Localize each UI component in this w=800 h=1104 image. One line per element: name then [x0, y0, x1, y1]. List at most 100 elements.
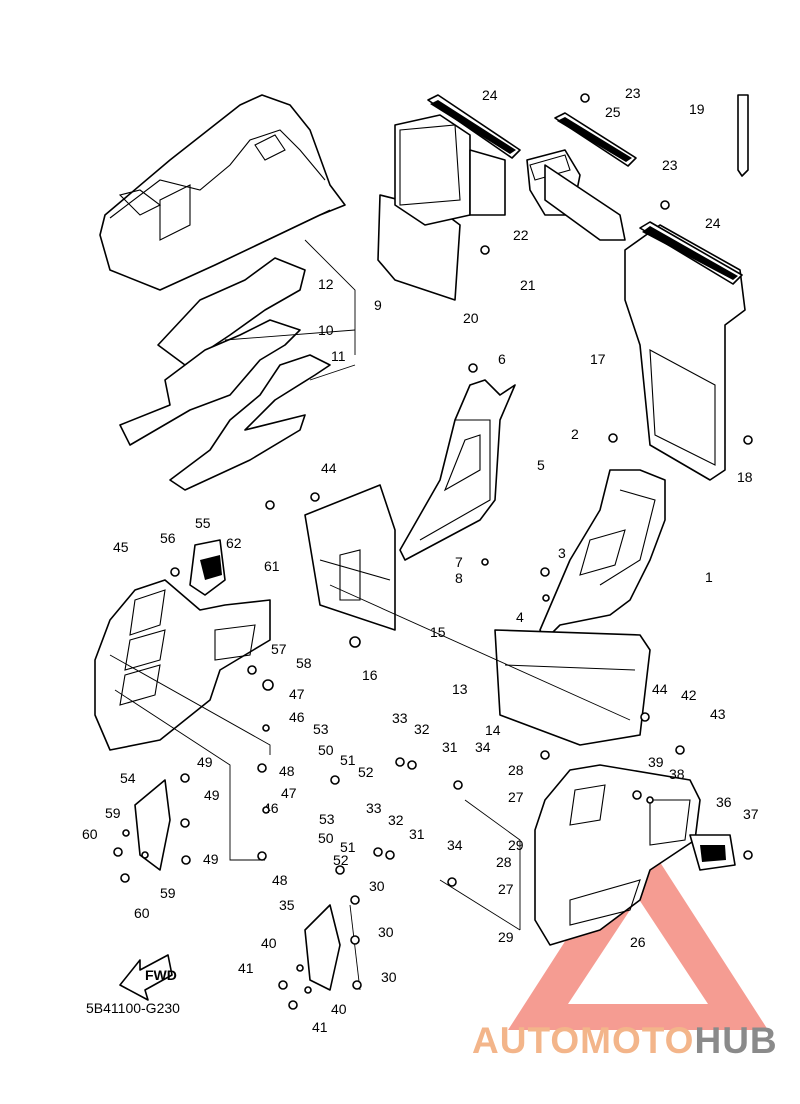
callout-48b: 48 — [272, 872, 288, 888]
callout-44a: 44 — [321, 460, 337, 476]
callout-47a: 47 — [289, 686, 305, 702]
panel-13 — [494, 629, 651, 746]
fwd-arrow-icon: FWD — [119, 954, 177, 1001]
callout-58: 58 — [296, 655, 312, 671]
callout-8: 8 — [455, 570, 463, 586]
callout-53b: 53 — [319, 811, 335, 827]
callout-51b: 51 — [340, 839, 356, 855]
callout-49c: 49 — [203, 851, 219, 867]
callout-30c: 30 — [381, 969, 397, 985]
callout-24b: 24 — [705, 215, 721, 231]
callout-41b: 41 — [312, 1019, 328, 1035]
plate-36 — [689, 834, 736, 871]
callout-15: 15 — [430, 624, 446, 640]
seal-strip-24a — [427, 94, 521, 159]
callout-11: 11 — [331, 348, 346, 364]
watermark-part1: AUTOMOTO — [472, 1020, 695, 1061]
assembly-lines — [109, 239, 631, 991]
watermark-triangle — [508, 828, 768, 1030]
callout-16: 16 — [362, 667, 378, 683]
bracket-20 — [377, 114, 506, 301]
callout-2: 2 — [571, 426, 579, 442]
watermark-text: AUTOMOTOHUB — [472, 1020, 778, 1062]
seal-strip-25 — [554, 112, 637, 167]
callout-62: 62 — [226, 535, 242, 551]
callout-49b: 49 — [204, 787, 220, 803]
bracket-54 — [134, 779, 171, 871]
callout-60a: 60 — [82, 826, 98, 842]
callout-31a: 31 — [442, 739, 458, 755]
callout-40a: 40 — [261, 935, 277, 951]
diagram-code: 5B41100-G230 — [86, 1000, 180, 1016]
callout-40b: 40 — [331, 1001, 347, 1017]
floor-cover-part — [99, 94, 346, 291]
callout-13: 13 — [452, 681, 468, 697]
callout-53a: 53 — [313, 721, 329, 737]
callout-27a: 27 — [508, 789, 524, 805]
callout-32b: 32 — [388, 812, 404, 828]
callout-30b: 30 — [378, 924, 394, 940]
callout-19: 19 — [689, 101, 705, 117]
fasteners — [113, 93, 753, 1010]
side-panel-5 — [399, 379, 516, 561]
callout-31b: 31 — [409, 826, 425, 842]
callout-3: 3 — [558, 545, 566, 561]
callout-45: 45 — [113, 539, 129, 555]
floor-mat-11 — [169, 354, 331, 491]
callout-59a: 59 — [105, 805, 121, 821]
fwd-label: FWD — [145, 967, 177, 983]
seal-strip-24b — [639, 221, 743, 285]
callout-23a: 23 — [625, 85, 641, 101]
floor-mat-10 — [119, 319, 301, 446]
side-guard-45 — [94, 579, 271, 751]
callouts: 1 2 3 4 5 6 7 8 9 10 11 12 13 14 15 16 1… — [82, 85, 759, 1035]
callout-38: 38 — [669, 766, 685, 782]
callout-29b: 29 — [498, 929, 514, 945]
callout-18: 18 — [737, 469, 753, 485]
callout-41a: 41 — [238, 960, 254, 976]
callout-50b: 50 — [318, 830, 334, 846]
callout-33a: 33 — [392, 710, 408, 726]
callout-60b: 60 — [134, 905, 150, 921]
callout-4: 4 — [516, 609, 524, 625]
callout-32a: 32 — [414, 721, 430, 737]
callout-5: 5 — [537, 457, 545, 473]
callout-26: 26 — [630, 934, 646, 950]
callout-25: 25 — [605, 104, 621, 120]
callout-47b: 47 — [281, 785, 297, 801]
callout-57: 57 — [271, 641, 287, 657]
callout-34a: 34 — [475, 739, 491, 755]
callout-51a: 51 — [340, 752, 356, 768]
callout-10: 10 — [318, 322, 334, 338]
callout-20: 20 — [463, 310, 479, 326]
callout-49a: 49 — [197, 754, 213, 770]
callout-37: 37 — [743, 806, 759, 822]
callout-34b: 34 — [447, 837, 463, 853]
watermark-part2: HUB — [694, 1020, 778, 1061]
callout-30a: 30 — [369, 878, 385, 894]
callout-46a: 46 — [289, 709, 305, 725]
callout-35: 35 — [279, 897, 295, 913]
callout-36: 36 — [716, 794, 732, 810]
callout-43: 43 — [710, 706, 726, 722]
bracket-15 — [304, 484, 396, 631]
cable-tie-19 — [737, 94, 749, 177]
callout-14: 14 — [485, 722, 501, 738]
callout-28b: 28 — [496, 854, 512, 870]
callout-48a: 48 — [279, 763, 295, 779]
callout-44b: 44 — [652, 681, 668, 697]
callout-24a: 24 — [482, 87, 498, 103]
callout-29a: 29 — [508, 837, 524, 853]
callout-28a: 28 — [508, 762, 524, 778]
callout-56: 56 — [160, 530, 176, 546]
callout-22: 22 — [513, 227, 529, 243]
callout-52b: 52 — [333, 852, 349, 868]
callout-33b: 33 — [366, 800, 382, 816]
callout-6: 6 — [498, 351, 506, 367]
callout-9: 9 — [374, 297, 382, 313]
callout-12: 12 — [318, 276, 334, 292]
callout-50a: 50 — [318, 742, 334, 758]
callout-42: 42 — [681, 687, 697, 703]
panel-17 — [544, 164, 746, 481]
